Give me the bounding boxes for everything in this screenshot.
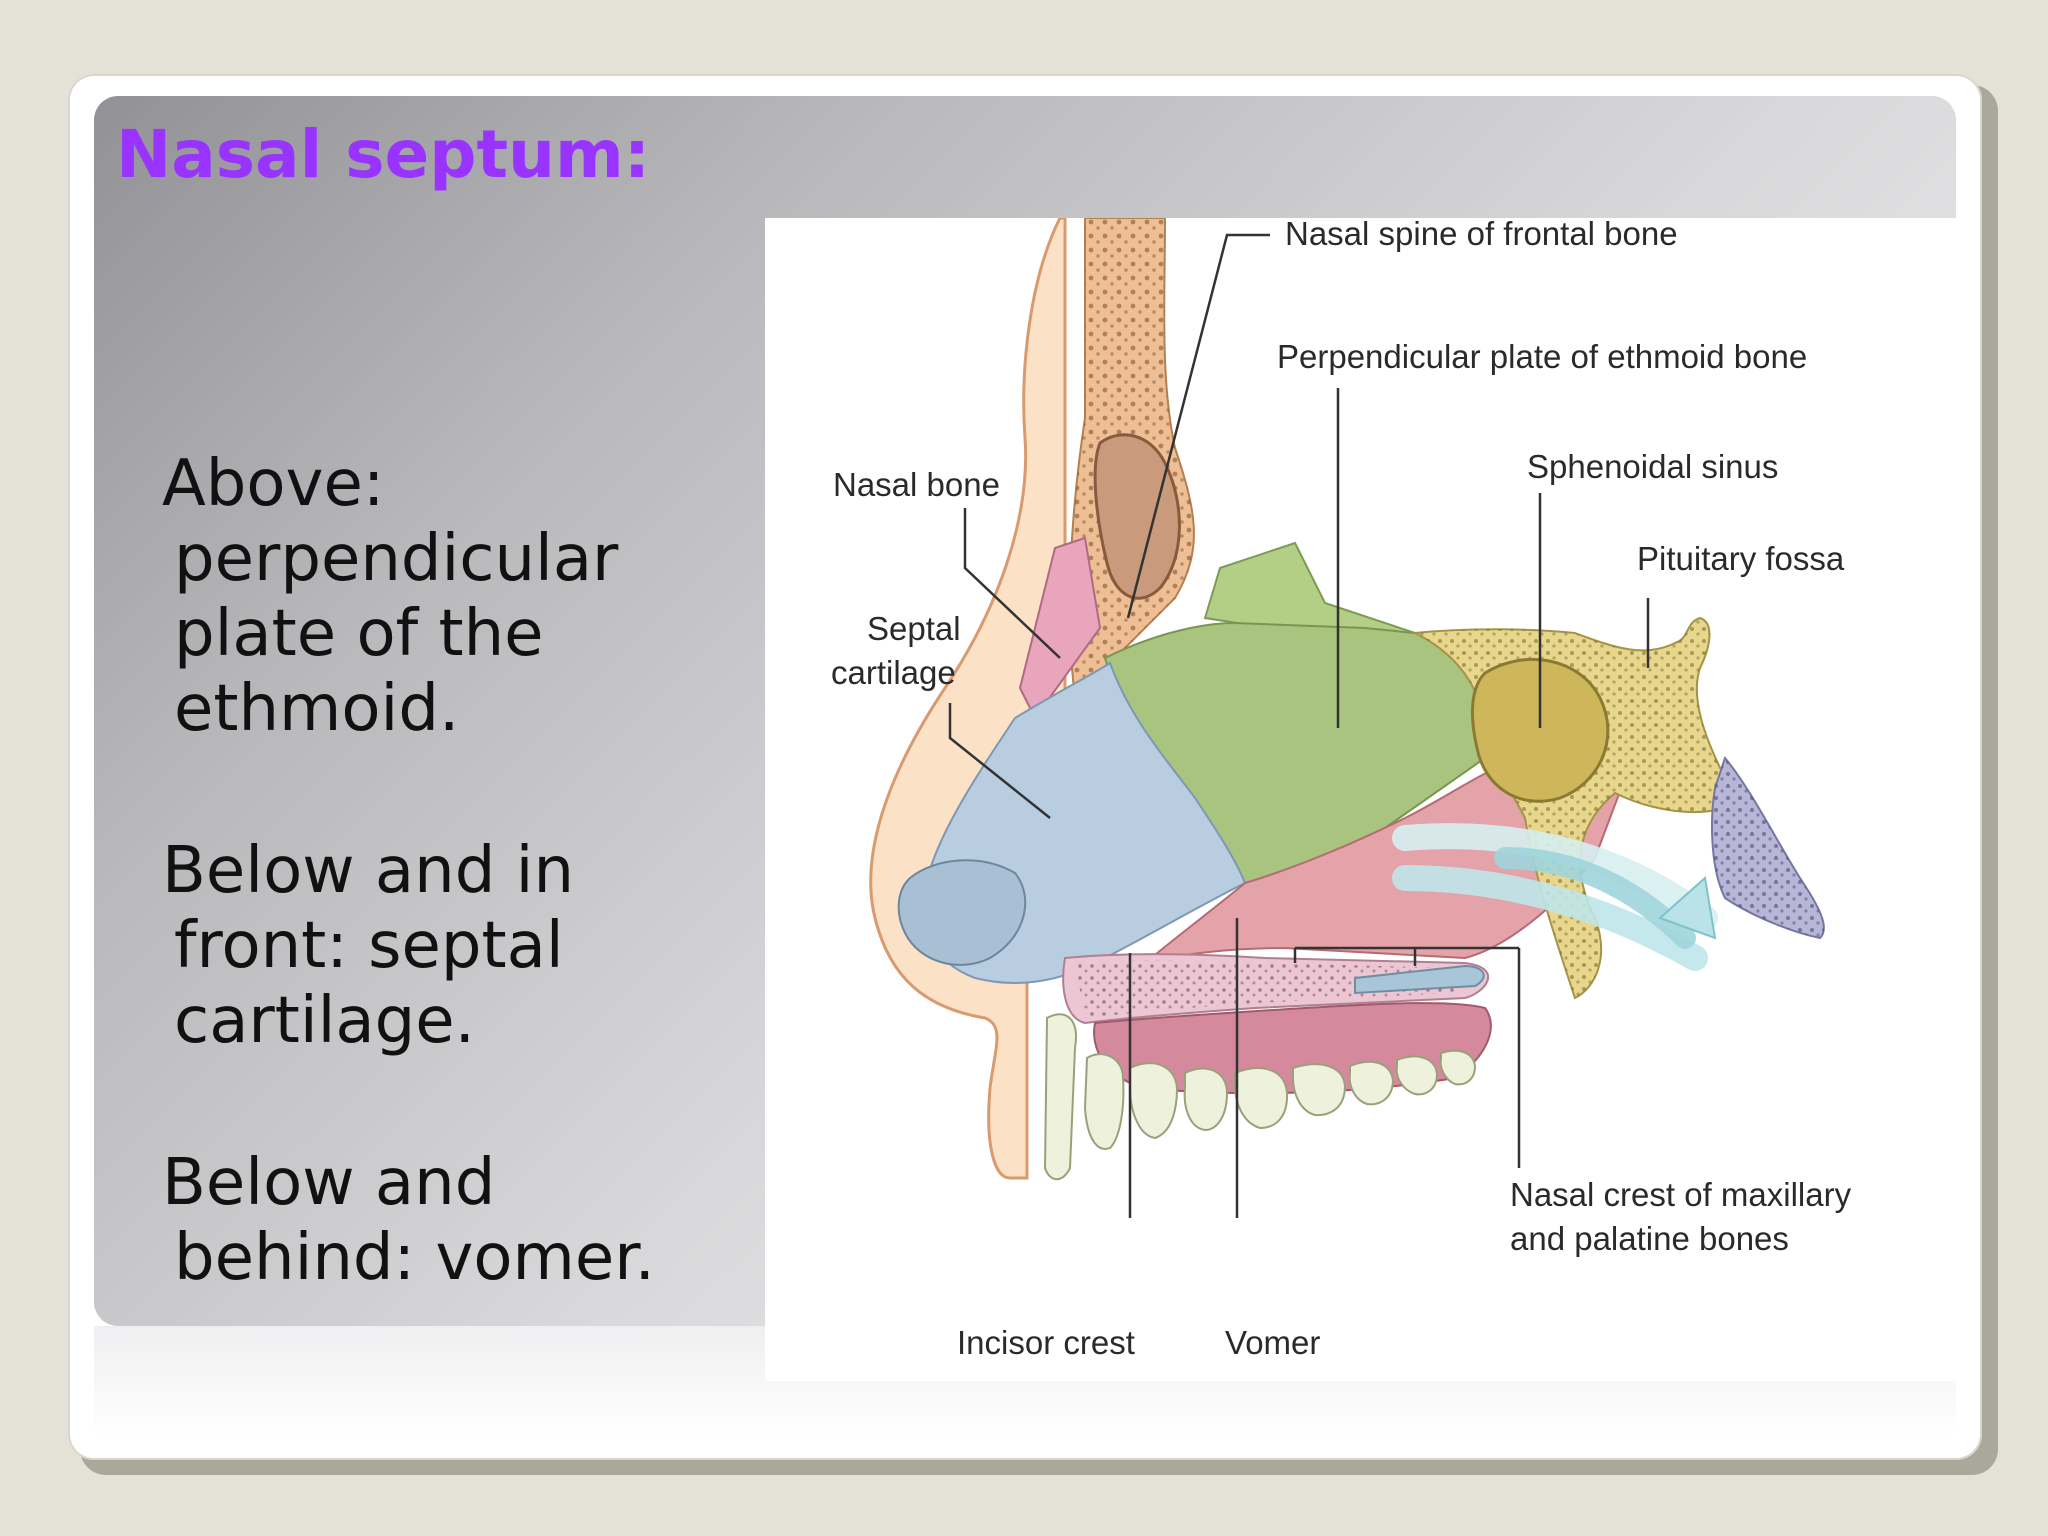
- frontal-sinus: [1093, 433, 1181, 600]
- bullet-line: cartilage.: [174, 984, 475, 1058]
- label-pituitary-fossa: Pituitary fossa: [1637, 540, 1845, 577]
- bullet-line: perpendicular: [174, 522, 619, 596]
- anatomy-illustration: Nasal spine of frontal bone Perpendicula…: [831, 218, 1852, 1361]
- label-nasal-bone: Nasal bone: [833, 466, 1000, 503]
- label-sphenoidal-sinus: Sphenoidal sinus: [1527, 448, 1778, 485]
- hard-palate-spongy: [1075, 959, 1455, 1018]
- bullet-line: ethmoid.: [174, 672, 460, 746]
- bullet-line: front: septal: [174, 909, 564, 983]
- clivus-spongy: [1712, 758, 1824, 938]
- bullet-line: Below and: [162, 1146, 496, 1220]
- label-vomer: Vomer: [1225, 1324, 1320, 1361]
- label-perpendicular-plate: Perpendicular plate of ethmoid bone: [1277, 338, 1807, 375]
- teeth: [1043, 1013, 1477, 1181]
- nasal-crest-strip: [1354, 964, 1485, 995]
- airflow-arrow-head: [1658, 876, 1717, 940]
- slide-title: Nasal septum:: [116, 116, 651, 193]
- bullet-line: plate of the: [174, 597, 544, 671]
- label-nasal-crest: and palatine bones: [1510, 1220, 1789, 1257]
- label-nasal-spine: Nasal spine of frontal bone: [1285, 218, 1678, 252]
- label-incisor-crest: Incisor crest: [957, 1324, 1135, 1361]
- airflow-arrows: [1392, 823, 1718, 971]
- bullet-below-front: Below and in front: septal cartilage.: [162, 834, 762, 1059]
- nasal-ala: [897, 859, 1027, 966]
- bullet-line: behind: vomer.: [174, 1221, 655, 1295]
- leader-lines: [948, 233, 1650, 1218]
- bullet-line: Below and in: [162, 834, 574, 908]
- label-septal-cartilage: Septal: [867, 610, 961, 647]
- nasal-septum-diagram: Nasal spine of frontal bone Perpendicula…: [765, 218, 1980, 1381]
- sphenoidal-sinus: [1470, 657, 1610, 803]
- nasal-bone: [1018, 536, 1102, 720]
- label-septal-cartilage: cartilage: [831, 654, 956, 691]
- bullet-below-behind: Below and behind: vomer.: [162, 1146, 762, 1296]
- label-nasal-crest: Nasal crest of maxillary: [1510, 1176, 1852, 1213]
- bullet-line: Above:: [162, 447, 385, 521]
- bullet-above: Above: perpendicular plate of the ethmoi…: [162, 447, 762, 747]
